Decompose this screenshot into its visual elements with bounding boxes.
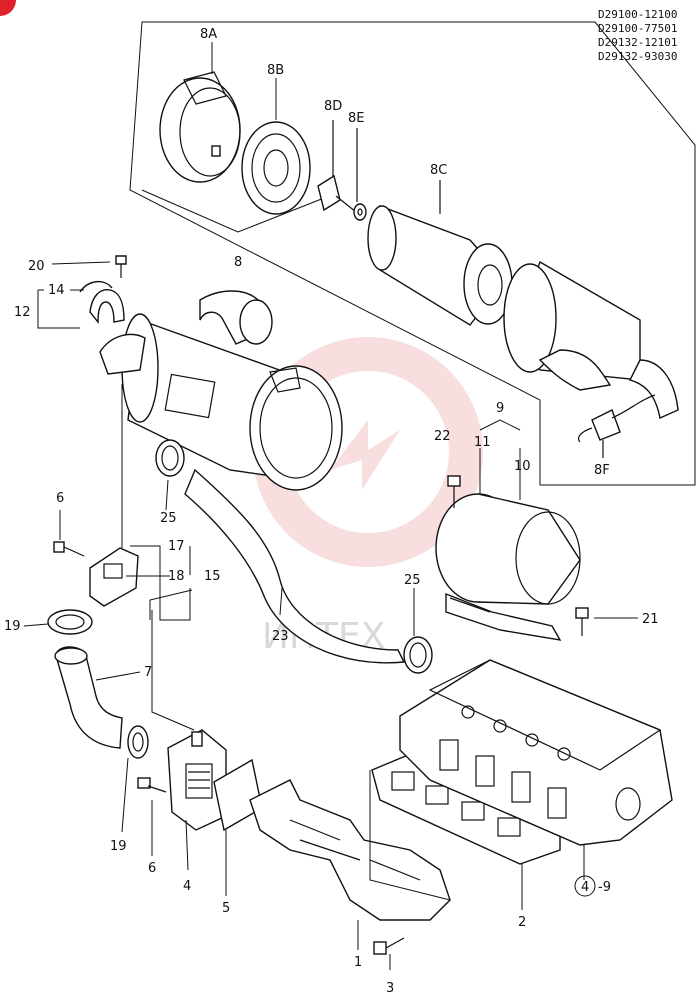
- label-19-upper: 19: [4, 619, 21, 634]
- part-code-1: D29100-12100: [598, 8, 677, 21]
- label-20: 20: [28, 259, 45, 274]
- bolt-6-lower: [137, 777, 167, 793]
- label-4-9-circle: [574, 875, 596, 897]
- corner-mark: [0, 0, 16, 16]
- label-12: 12: [14, 305, 31, 320]
- filter-housing-exploded: [503, 260, 679, 419]
- hose-clamp-19-upper: [47, 609, 93, 635]
- leader-8: [141, 189, 325, 233]
- bolt-21: [575, 607, 589, 636]
- bolt-22: [447, 475, 461, 508]
- bracket-15: [89, 547, 139, 607]
- hose-clamp-19-lower: [127, 725, 149, 759]
- label-4-circled: 4: [581, 880, 589, 895]
- cylinder-head: [399, 659, 673, 846]
- label-5: 5: [222, 901, 230, 916]
- label-15: 15: [204, 569, 221, 584]
- label-19-lower: 19: [110, 839, 127, 854]
- hose-clamp-25a: [155, 439, 185, 477]
- label-21: 21: [642, 612, 659, 627]
- label-25-upper: 25: [160, 511, 177, 526]
- label-7: 7: [144, 665, 152, 680]
- label-2: 2: [518, 915, 526, 930]
- label-8c: 8C: [430, 163, 447, 178]
- label-9: 9: [496, 401, 504, 416]
- label-6-lower: 6: [148, 861, 156, 876]
- end-cap-8b: [241, 121, 311, 215]
- label-8b: 8B: [267, 63, 284, 78]
- part-code-2: D29100-77501: [598, 22, 677, 35]
- label-14: 14: [48, 283, 65, 298]
- label-8e: 8E: [348, 111, 365, 126]
- exploded-view-frame: [129, 21, 696, 486]
- part-code-list: D29100-12100 D29100-77501 D29132-12101 D…: [598, 8, 677, 63]
- label-8a: 8A: [200, 27, 217, 42]
- leader-lines: [23, 42, 638, 970]
- part-code-3: D29132-12101: [598, 36, 677, 49]
- washer-8e: [353, 128, 367, 221]
- label-25-lower: 25: [404, 573, 421, 588]
- callout-labels: 8A 8B 8D 8E 8C 8 8F 20 14 12 9 22 11 10 …: [4, 27, 659, 996]
- label-8f: 8F: [594, 463, 610, 478]
- label-17: 17: [168, 539, 185, 554]
- label-3: 3: [386, 981, 394, 996]
- label-18: 18: [168, 569, 185, 584]
- label-23: 23: [272, 629, 289, 644]
- label-22: 22: [434, 429, 451, 444]
- label-8: 8: [234, 255, 242, 270]
- bolt-6-upper: [53, 541, 85, 557]
- mounting-band-11: [435, 493, 581, 641]
- air-cleaner-assembly: [99, 290, 343, 491]
- label-10: 10: [514, 459, 531, 474]
- filter-element-8c: [367, 180, 513, 326]
- bolt-3: [373, 937, 405, 955]
- label-8d: 8D: [324, 99, 342, 114]
- bracket-12-parts: [79, 255, 127, 324]
- label-4-9-suffix: -9: [598, 880, 611, 895]
- label-6-upper: 6: [56, 491, 64, 506]
- label-11: 11: [474, 435, 491, 450]
- clamp-band-8a: [159, 71, 241, 183]
- part-code-4: D29132-93030: [598, 50, 677, 63]
- wing-nut-8d: [317, 120, 357, 213]
- breather-assembly-4: [167, 729, 227, 831]
- hose-clamp-25b: [403, 636, 433, 674]
- label-4: 4: [183, 879, 191, 894]
- vacuum-sensor-8f: [577, 394, 656, 458]
- label-1: 1: [354, 955, 362, 970]
- intake-hose-23: [184, 468, 406, 664]
